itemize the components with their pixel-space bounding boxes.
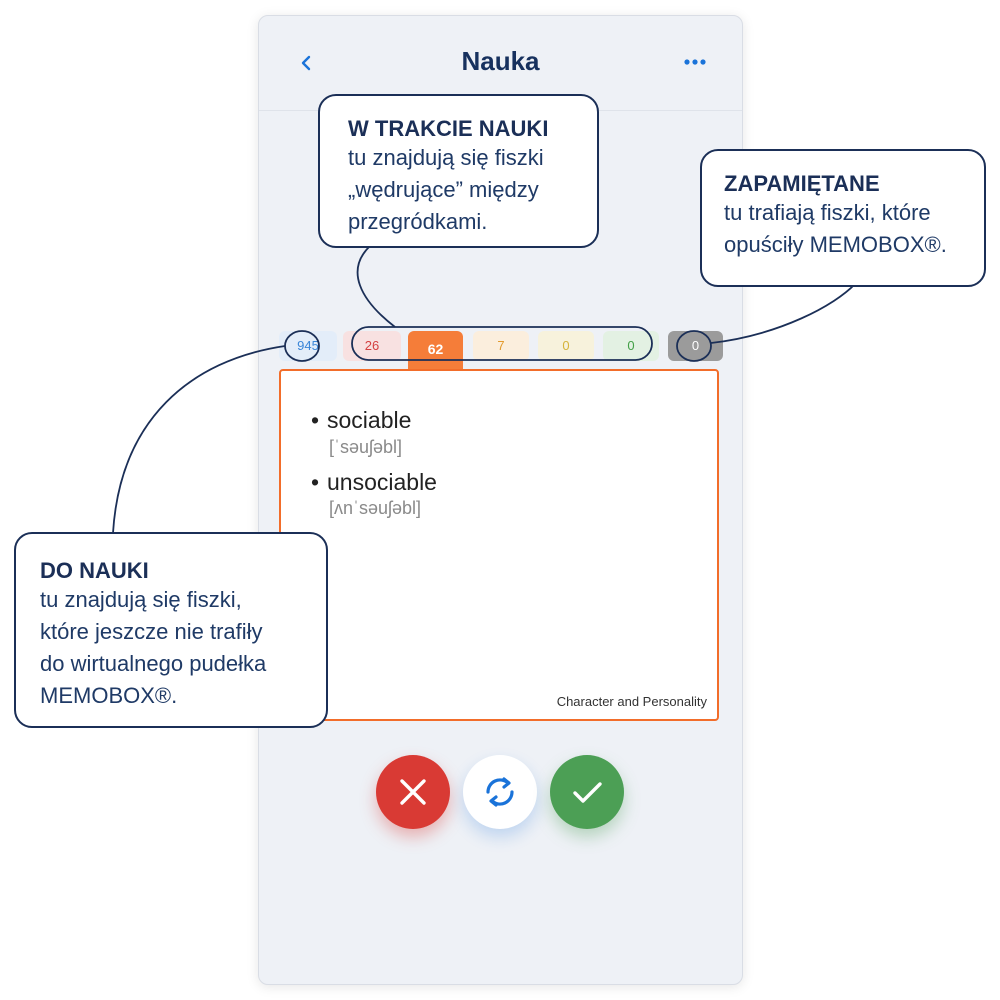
word-entry: • sociable — [311, 407, 411, 434]
callout-line: które jeszcze nie trafiły — [40, 619, 263, 644]
word-text: sociable — [327, 407, 412, 433]
bullet: • — [311, 469, 320, 495]
callout-title: W TRAKCIE NAUKI — [348, 116, 549, 141]
callout-line: „wędrujące” między — [348, 177, 539, 202]
category-label: Character and Personality — [556, 694, 707, 709]
callout-line: tu trafiają fiszki, które — [724, 200, 931, 225]
word-entry: • unsociable — [311, 469, 437, 496]
back-button[interactable] — [295, 52, 317, 74]
wrong-answer-button[interactable] — [376, 755, 450, 829]
callout-line: do wirtualnego pudełka — [40, 651, 267, 676]
page-title: Nauka — [461, 46, 540, 76]
close-icon — [400, 779, 426, 805]
phonetic-text: [ʌnˈsəuʃəbl] — [329, 498, 422, 518]
callout-line: tu znajdują się fiszki — [348, 145, 544, 170]
callout-title: DO NAUKI — [40, 558, 149, 583]
flip-card-button[interactable] — [463, 755, 537, 829]
bullet: • — [311, 407, 320, 433]
callout-line: przegródkami. — [348, 209, 488, 234]
box-4[interactable]: 0 — [538, 331, 594, 361]
refresh-icon — [486, 777, 514, 807]
phonetic-text: [ˈsəuʃəbl] — [329, 437, 403, 457]
check-icon — [573, 782, 602, 803]
box-3[interactable]: 7 — [473, 331, 529, 361]
more-button[interactable] — [680, 50, 710, 74]
more-dots-icon — [684, 59, 706, 65]
callout-line: tu znajdują się fiszki, — [40, 587, 242, 612]
box-2-active[interactable]: 62 — [408, 331, 463, 369]
callout-line: opuściły MEMOBOX®. — [724, 232, 947, 257]
callout-memorized: ZAPAMIĘTANE tu trafiają fiszki, które op… — [700, 149, 986, 287]
chevron-left-icon — [301, 55, 311, 71]
callout-line: MEMOBOX®. — [40, 683, 178, 708]
flashcard[interactable]: • sociable [ˈsəuʃəbl] • unsociable [ʌnˈsəu… — [279, 369, 719, 721]
correct-answer-button[interactable] — [550, 755, 624, 829]
callout-title: ZAPAMIĘTANE — [724, 171, 880, 196]
word-text: unsociable — [327, 469, 437, 495]
callout-in-progress: W TRAKCIE NAUKI tu znajdują się fiszki „… — [318, 94, 599, 248]
callout-to-learn: DO NAUKI tu znajdują się fiszki, które j… — [14, 532, 328, 728]
